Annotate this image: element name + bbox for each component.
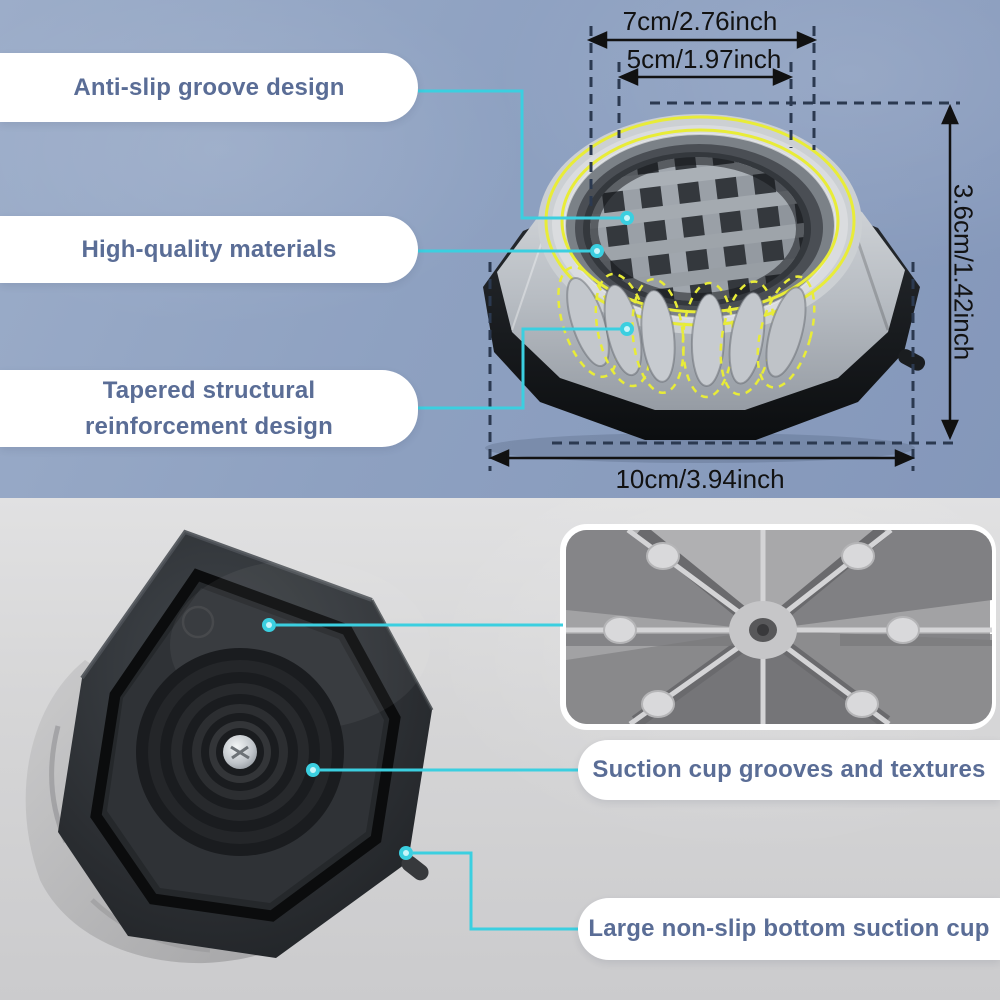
callout-bottom-suction-cup: Large non-slip bottom suction cup xyxy=(578,898,1000,960)
dimension-label-top-outer: 7cm/2.76inch xyxy=(622,6,778,36)
callout-tapered-structure: Tapered structural reinforcement design xyxy=(0,370,418,447)
dimension-label-width: 10cm/3.94inch xyxy=(615,464,785,494)
dimension-label-top-inner: 5cm/1.97inch xyxy=(626,44,782,74)
callout-suction-grooves: Suction cup grooves and textures xyxy=(578,740,1000,800)
dimension-label-height: 3.6cm/1.42inch xyxy=(948,183,979,361)
callout-high-quality: High-quality materials xyxy=(0,216,418,283)
callout-anti-slip-groove: Anti-slip groove design xyxy=(0,53,418,122)
